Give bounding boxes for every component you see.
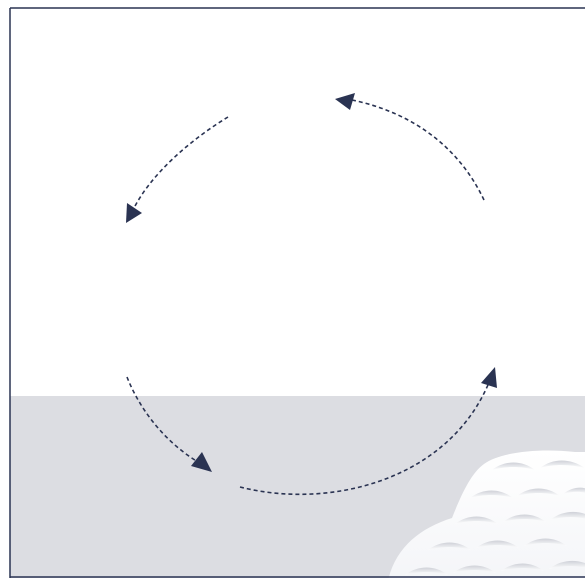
- arrowhead-bottom-right-icon: [481, 367, 497, 388]
- cloud-ridges: [405, 460, 585, 575]
- sky-region: [10, 8, 585, 396]
- cycle-arrows: [126, 99, 491, 496]
- arrowhead-bottom-left-icon: [191, 452, 212, 472]
- cloud-shape: [388, 450, 585, 578]
- arrow-top-left-down: [132, 116, 229, 211]
- arrow-bottom-right-up: [239, 379, 491, 496]
- arrowhead-top-icon: [335, 93, 355, 110]
- frame-border: [9, 7, 585, 578]
- arrow-top-right-to-top: [351, 99, 485, 201]
- arrow-bottom-left-down: [126, 376, 199, 463]
- arrowheads: [126, 93, 497, 472]
- arrowhead-left-icon: [126, 203, 142, 223]
